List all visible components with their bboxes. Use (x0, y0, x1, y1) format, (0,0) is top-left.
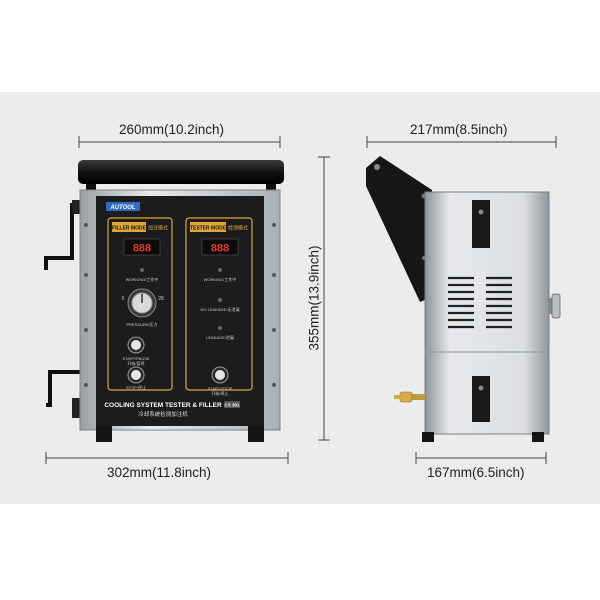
filler-working-label: WORKING/工作中 (126, 276, 159, 282)
no-leakage-label: NO LEAKAGE/无泄漏 (201, 306, 240, 312)
brand-badge (106, 202, 140, 211)
filler-display (123, 238, 161, 256)
base-width-label: 302mm(11.8inch) (107, 465, 212, 480)
filler-display-value: 888 (133, 243, 151, 255)
tester-working-led (218, 268, 222, 272)
start-pause-cn: 开始/暂停 (127, 360, 144, 366)
pressure-label: PRESSURE/压力 (126, 321, 157, 327)
side-vents (448, 276, 512, 329)
filler-mode-label: FILLER MODE (112, 226, 147, 232)
front-width-label: 260mm(10.2inch) (119, 122, 225, 137)
model-badge: CS 301 (224, 403, 240, 408)
leakage-label: LEAKAGE/泄漏 (206, 334, 234, 340)
knob-max-label: 28 (158, 296, 164, 302)
stop-label: STOP/停止 (126, 384, 146, 390)
leakage-led (218, 326, 222, 330)
tester-mode-cn: 检测模式 (228, 225, 248, 232)
start-stop-cn: 开始/停止 (211, 390, 228, 396)
filler-section-border (107, 217, 173, 391)
side-base-label: 167mm(6.5inch) (427, 465, 525, 480)
side-view (366, 156, 561, 442)
filler-working-led (140, 268, 144, 272)
no-leakage-led (218, 298, 222, 302)
tester-working-label: WORKING/工作中 (204, 276, 237, 282)
tester-display (201, 238, 239, 256)
product-title-cn: 冷却系统检测加注机 (138, 410, 188, 418)
brand-logo: AUTOOL (109, 205, 136, 211)
tester-display-value: 888 (211, 243, 229, 255)
side-depth-label: 217mm(8.5inch) (410, 122, 508, 137)
start-stop-label: START/STOP (208, 386, 233, 391)
filler-mode-cn: 加注模式 (148, 225, 168, 232)
knob-min-label: 0 (122, 296, 125, 302)
tester-section-border (185, 217, 253, 391)
product-title: COOLING SYSTEM TESTER & FILLER (104, 402, 222, 409)
start-pause-label: START/PAUSE (122, 356, 149, 361)
front-view: AUTOOL FILLER MODE 加注模式 888 WORKING/工作中 … (44, 160, 284, 442)
tester-mode-label: TESTER MODE (190, 226, 227, 232)
dimension-lines (45, 136, 557, 464)
